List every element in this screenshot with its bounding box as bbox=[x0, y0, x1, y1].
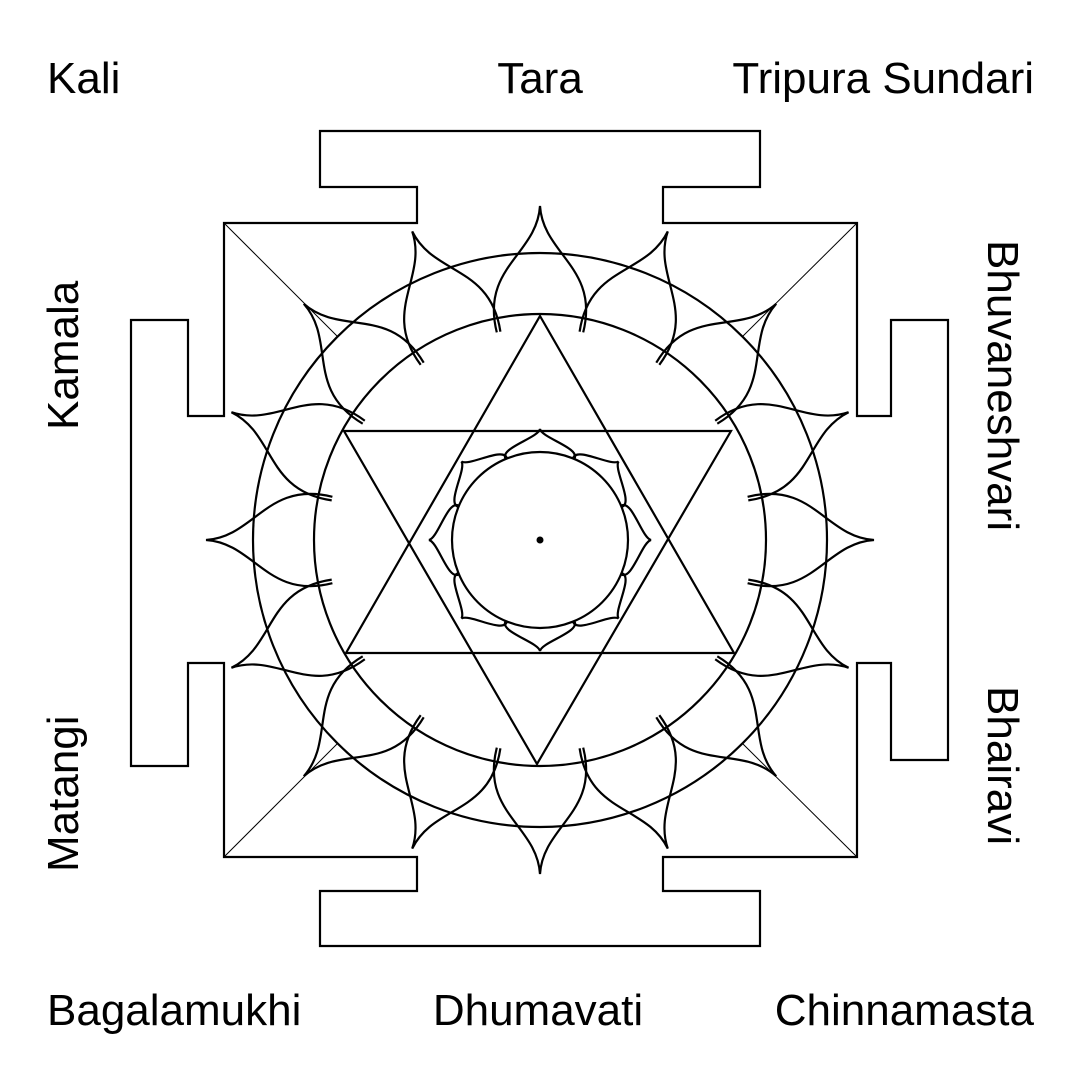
upward-triangle bbox=[346, 316, 734, 653]
label-bhuvaneshvari: Bhuvaneshvari bbox=[978, 240, 1027, 531]
outer-lotus-petal bbox=[404, 231, 500, 364]
label-tripura-sundari: Tripura Sundari bbox=[732, 54, 1034, 103]
outer-lotus-petal bbox=[656, 656, 776, 776]
outer-lotus-petal bbox=[580, 231, 676, 364]
label-kamala: Kamala bbox=[39, 280, 88, 430]
label-chinnamasta: Chinnamasta bbox=[775, 986, 1035, 1035]
bindu-dot bbox=[537, 537, 544, 544]
label-bhairavi: Bhairavi bbox=[978, 686, 1027, 845]
label-kali: Kali bbox=[47, 54, 120, 103]
label-tara: Tara bbox=[497, 54, 583, 103]
downward-triangle bbox=[344, 431, 731, 764]
label-matangi: Matangi bbox=[39, 715, 88, 872]
label-dhumavati: Dhumavati bbox=[433, 986, 643, 1035]
outer-lotus-petal bbox=[231, 580, 364, 676]
outer-lotus-petal bbox=[715, 404, 848, 500]
label-bagalamukhi: Bagalamukhi bbox=[47, 986, 301, 1035]
outer-lotus-petal bbox=[715, 580, 848, 676]
outer-lotus-petal bbox=[656, 304, 776, 424]
outer-lotus-petal bbox=[304, 656, 424, 776]
outer-lotus-petal bbox=[231, 404, 364, 500]
outer-lotus-petal bbox=[580, 715, 676, 848]
outer-lotus-petal bbox=[404, 715, 500, 848]
outer-lotus-petal bbox=[304, 304, 424, 424]
